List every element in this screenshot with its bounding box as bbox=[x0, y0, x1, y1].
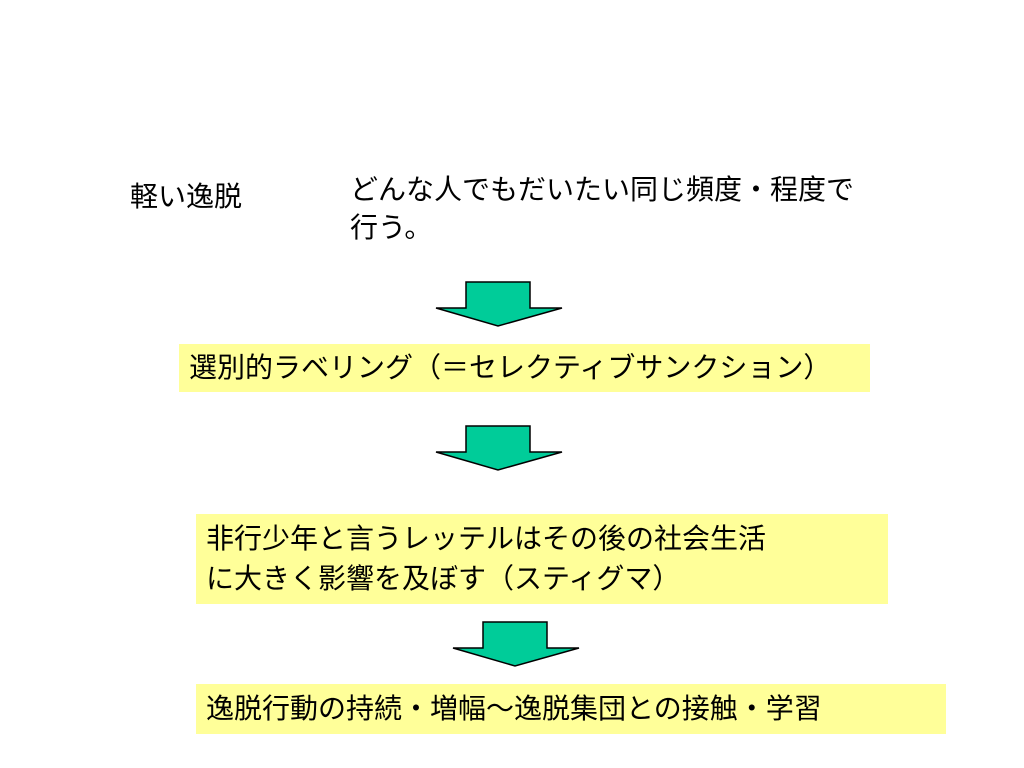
description-line-2: 行う。 bbox=[350, 211, 433, 244]
deviant-behavior-box: 逸脱行動の持続・増幅～逸脱集団との接触・学習 bbox=[196, 684, 946, 734]
stigma-text-line-1: 非行少年と言うレッテルはその後の社会生活 bbox=[206, 522, 767, 555]
stigma-box: 非行少年と言うレッテルはその後の社会生活 に大きく影響を及ぼす（スティグマ） bbox=[196, 514, 888, 604]
selective-labeling-text: 選別的ラベリング（＝セレクティブサンクション） bbox=[189, 351, 832, 384]
down-arrow-3 bbox=[452, 621, 580, 667]
light-deviance-description: どんな人でもだいたい同じ頻度・程度で 行う。 bbox=[350, 171, 854, 247]
down-arrow-2 bbox=[435, 425, 563, 471]
down-arrow-1 bbox=[435, 281, 563, 327]
light-deviance-label: 軽い逸脱 bbox=[130, 180, 243, 213]
deviant-behavior-text: 逸脱行動の持続・増幅～逸脱集団との接触・学習 bbox=[206, 692, 822, 725]
stigma-text-line-2: に大きく影響を及ぼす（スティグマ） bbox=[206, 562, 681, 595]
selective-labeling-box: 選別的ラベリング（＝セレクティブサンクション） bbox=[179, 344, 870, 392]
description-line-1: どんな人でもだいたい同じ頻度・程度で bbox=[350, 173, 855, 206]
